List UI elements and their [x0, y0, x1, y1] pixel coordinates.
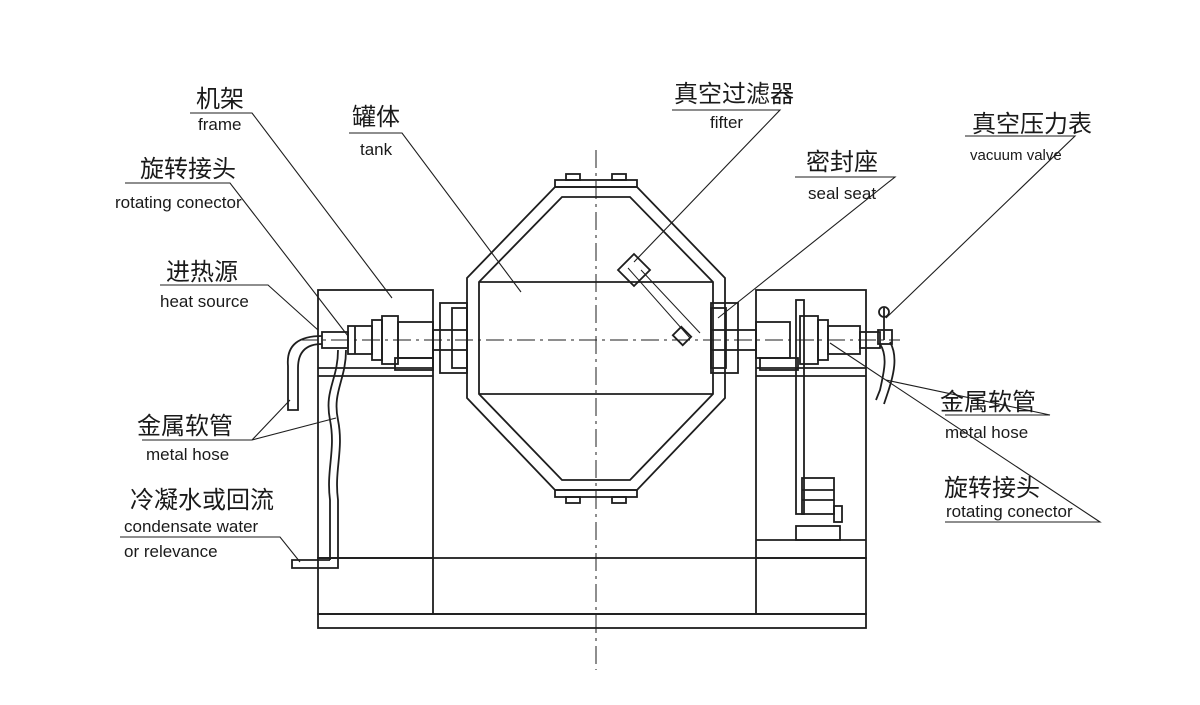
seal-seat-label-en: seal seat	[808, 184, 877, 203]
right-hose	[875, 329, 896, 405]
left-hoses	[287, 335, 347, 569]
tank-label-cn: 罐体	[352, 103, 400, 131]
condensate-label-en2: or relevance	[124, 542, 218, 561]
right-shaft	[710, 302, 890, 374]
tank-label-en: tank	[360, 140, 393, 159]
rotating-connector-left-label-en: rotating conector	[115, 193, 242, 212]
drive-assembly	[795, 299, 843, 541]
left-frame	[317, 289, 434, 559]
rotating-connector-right-label-en: rotating conector	[946, 502, 1073, 521]
condensate-label-cn: 冷凝水或回流	[130, 486, 274, 514]
vacuum-gauge-label-en: vacuum valve	[970, 147, 1062, 164]
leader-lines	[120, 109, 1102, 563]
frame-label-en: frame	[198, 115, 242, 134]
metal-hose-right-label-cn: 金属软管	[940, 388, 1036, 416]
heat-source-label-en: heat source	[160, 292, 249, 311]
rotating-connector-right-label-cn: 旋转接头	[944, 474, 1040, 502]
metal-hose-left-label-cn: 金属软管	[137, 412, 233, 440]
vacuum-gauge-label-cn: 真空压力表	[972, 110, 1092, 138]
filter-label-cn: 真空过滤器	[674, 80, 794, 108]
rotating-connector-left-label-cn: 旋转接头	[140, 155, 236, 183]
vacuum-filter	[616, 252, 701, 347]
left-shaft	[321, 302, 468, 374]
center-lines	[300, 150, 900, 670]
seal-seat-label-cn: 密封座	[806, 148, 878, 176]
base-frame	[317, 557, 867, 629]
frame-label-cn: 机架	[196, 85, 244, 113]
condensate-label-en1: condensate water	[124, 517, 259, 536]
right-frame	[755, 289, 867, 559]
metal-hose-left-label-en: metal hose	[146, 445, 230, 464]
filter-label-en: fifter	[710, 113, 744, 132]
metal-hose-right-label-en: metal hose	[945, 423, 1029, 442]
heat-source-label-cn: 进热源	[166, 258, 238, 286]
